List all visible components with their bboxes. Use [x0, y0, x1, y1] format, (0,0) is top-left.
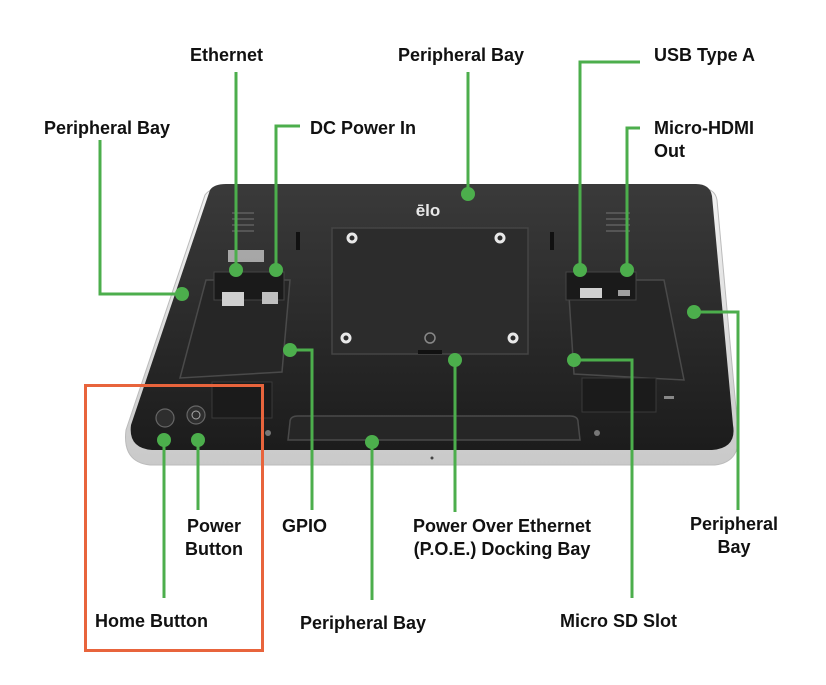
label-poe-line2: (P.O.E.) Docking Bay [413, 539, 591, 559]
callout-dot-dc-power [269, 263, 283, 277]
label-dc-power-in: DC Power In [310, 118, 417, 138]
highlight-box [84, 384, 264, 652]
label-poe-line1: Power Over Ethernet [412, 516, 592, 536]
callout-line-dc-power [274, 124, 300, 270]
label-peripheral-bay-right-line1: Peripheral [689, 514, 779, 534]
callout-line-micro-sd [574, 358, 634, 598]
callout-dots [157, 187, 701, 449]
callout-line-peripheral-right [694, 310, 740, 510]
callout-dot-micro-hdmi [620, 263, 634, 277]
label-peripheral-bay-left: Peripheral Bay [44, 118, 171, 138]
label-home-button: Home Button [95, 611, 208, 631]
callout-dot-peripheral-left [175, 287, 189, 301]
callout-dot-gpio [283, 343, 297, 357]
label-micro-hdmi-line1: Micro-HDMI [654, 118, 754, 138]
callout-line-peripheral-left [98, 140, 182, 296]
brand-logo: ēlo [416, 201, 441, 220]
peripheral-bay-bottom-cover [287, 415, 581, 441]
label-peripheral-bay-bottom: Peripheral Bay [300, 613, 427, 633]
callout-dot-peripheral-top [461, 187, 475, 201]
dc-power-port [262, 292, 278, 304]
callout-dot-peripheral-right [687, 305, 701, 319]
vesa-screw-holes [340, 232, 519, 344]
label-power-button-line1: Power [186, 516, 242, 536]
label-power-button-line2: Button [185, 539, 243, 559]
callout-line-gpio [290, 348, 314, 510]
label-peripheral-bay-right-line2: Bay [717, 537, 751, 557]
callout-dot-micro-sd [567, 353, 581, 367]
label-ethernet: Ethernet [190, 45, 264, 65]
label-micro-sd-slot: Micro SD Slot [560, 611, 678, 631]
callout-dot-home-button [157, 433, 171, 447]
vent-grille-left [232, 212, 254, 232]
label-gpio: GPIO [282, 516, 328, 536]
poe-port [424, 332, 436, 344]
callout-line-micro-hdmi [625, 126, 640, 270]
ethernet-port [222, 292, 244, 306]
label-peripheral-bay-top: Peripheral Bay [398, 45, 525, 65]
callout-line-usb [578, 60, 640, 270]
callout-dot-ethernet [229, 263, 243, 277]
callout-lines [98, 60, 740, 600]
vent-grille-right [606, 212, 630, 232]
usb-type-a-port [580, 288, 602, 298]
label-usb-type-a: USB Type A [654, 45, 756, 65]
callout-dot-peripheral-bottom [365, 435, 379, 449]
callout-dot-poe [448, 353, 462, 367]
callout-dot-usb [573, 263, 587, 277]
label-micro-hdmi-line2: Out [654, 141, 685, 161]
home-button [155, 408, 175, 428]
micro-hdmi-port [618, 290, 630, 296]
power-button [186, 405, 206, 425]
poe-docking-plate [331, 227, 529, 355]
callout-dot-power-button [191, 433, 205, 447]
